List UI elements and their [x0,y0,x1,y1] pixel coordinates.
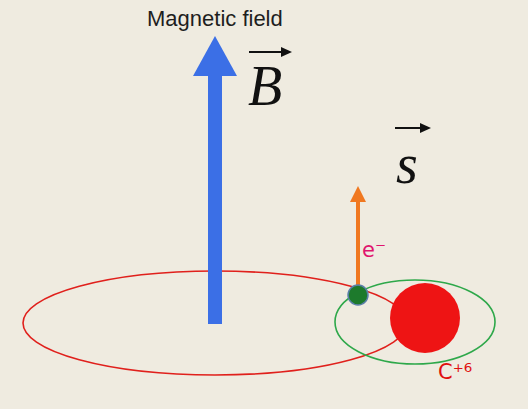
nucleus-orbit [335,280,495,364]
vector-accent [395,127,423,129]
spin-arrow-shaft [356,200,360,285]
spin-arrow-head [350,186,366,202]
vector-accent [249,51,284,53]
electron-label: e⁻ [362,240,386,261]
nucleus-label: C⁺⁶ [438,362,472,383]
field-arrow-head [193,36,237,76]
electron [348,285,368,305]
vector-accent-head [420,123,431,133]
carbon-nucleus [390,283,460,353]
vector-accent-head [281,47,292,57]
field-symbol: B [248,58,282,114]
field-arrow-shaft [208,72,222,324]
title: Magnetic field [147,8,283,30]
spin-symbol: s [396,136,418,192]
